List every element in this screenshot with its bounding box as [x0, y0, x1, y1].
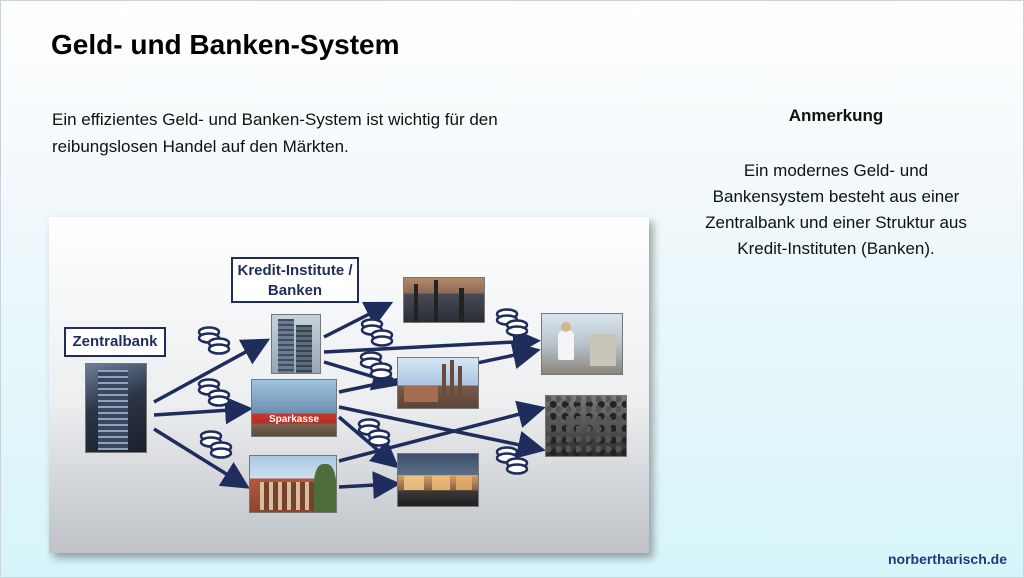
worker-photo: [541, 313, 623, 375]
credit-institutes-label: Kredit-Institute / Banken: [231, 257, 359, 303]
note-text: Ein modernes Geld- und Bankensystem best…: [705, 161, 967, 258]
sparkasse-photo: Sparkasse: [251, 379, 337, 437]
arrow-bank3-shop: [338, 471, 401, 500]
bank-office-photo: [249, 455, 337, 513]
arrow-bank1-industry: [323, 301, 394, 339]
arrow-bank1-worker: [323, 328, 541, 357]
credit-institutes-label-line2: Banken: [267, 282, 323, 299]
footer-website[interactable]: norbertharisch.de: [887, 551, 1007, 567]
slide-title: Geld- und Banken-System: [51, 29, 400, 60]
sparkasse-sign: Sparkasse: [268, 414, 320, 425]
credit-institutes-label-line1: Kredit-Institute /: [237, 262, 353, 279]
power-plant-photo: [397, 357, 479, 409]
central-bank-label: Zentralbank: [64, 327, 166, 357]
shopping-street-photo: [397, 453, 479, 507]
arrow-bank3-crowd: [338, 400, 546, 463]
arrow-bank2-crowd: [338, 405, 546, 459]
industry-photo: [403, 277, 485, 323]
bank-towers-photo: [271, 314, 321, 374]
arrow-cb-to-bank3: [153, 427, 250, 489]
arrow-bank2-shop: [337, 415, 400, 469]
arrow-cb-to-bank2: [153, 396, 253, 425]
ecb-tower-photo: [85, 363, 147, 453]
banking-diagram: Zentralbank Kredit-Institute / Banken Sp…: [49, 217, 649, 553]
crowd-photo: [545, 395, 627, 457]
intro-text: Ein effizientes Geld- und Banken-System …: [52, 110, 498, 156]
arrow-cb-to-bank1: [153, 338, 271, 404]
note-heading: Anmerkung: [788, 106, 884, 125]
